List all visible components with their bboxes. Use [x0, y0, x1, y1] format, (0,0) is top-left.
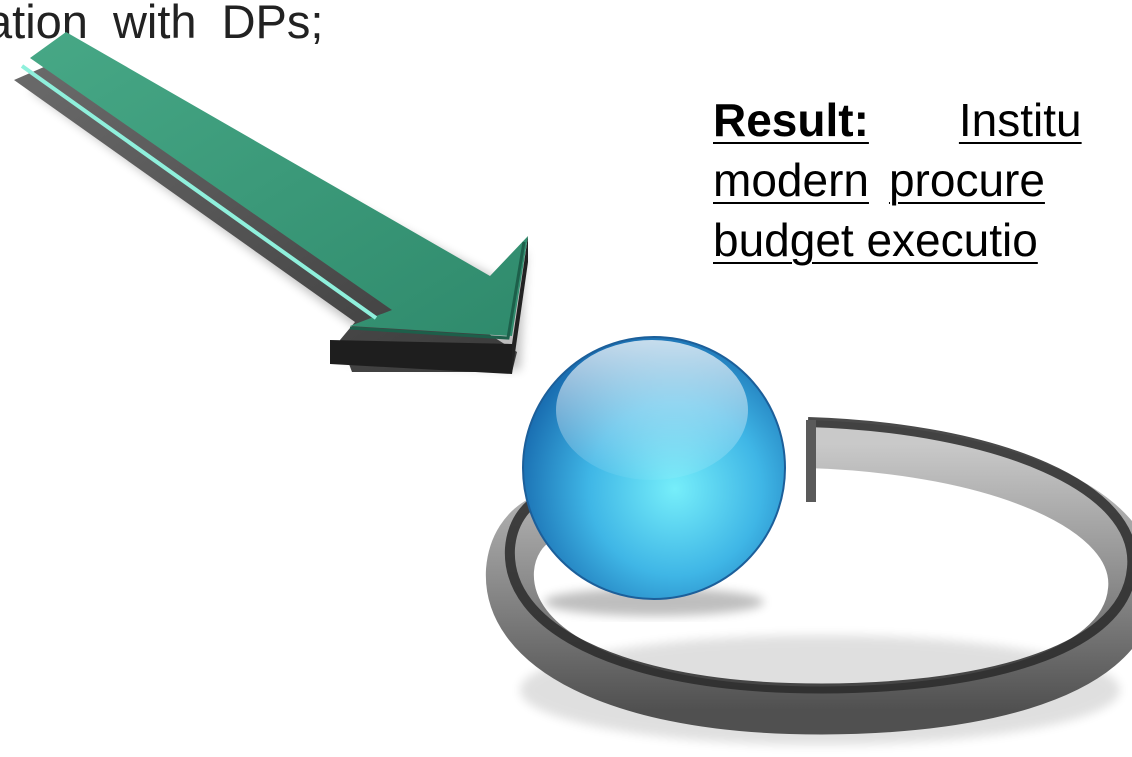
sphere-gloss [556, 340, 748, 480]
ring-band [485, 420, 1132, 735]
arrow-top-face [30, 32, 528, 336]
sphere-icon [522, 336, 786, 616]
ring-top-edge [504, 417, 1132, 694]
result-line-2: modern procure [713, 150, 1132, 210]
ring-icon [485, 417, 1132, 745]
result-text-block: Result: Institu modern procure budget exec… [713, 90, 1132, 270]
arrow-tip-side [512, 236, 528, 374]
result-line-1: Result: Institu [713, 90, 1132, 150]
arrow-icon [14, 32, 528, 374]
arrow-highlight [20, 64, 378, 320]
ring-end-cap [806, 420, 816, 502]
result-line2-word1: modern [713, 154, 869, 206]
result-line1-rest: Institu [958, 94, 1082, 146]
top-text-fragment: ation with DPs; [0, 0, 324, 48]
result-line-3: budget executio [713, 214, 1038, 266]
arrow-bottom-face [330, 340, 512, 374]
result-label: Result: [713, 94, 869, 146]
result-line2-word2: procure [888, 154, 1045, 206]
arrow-edge [349, 241, 526, 340]
